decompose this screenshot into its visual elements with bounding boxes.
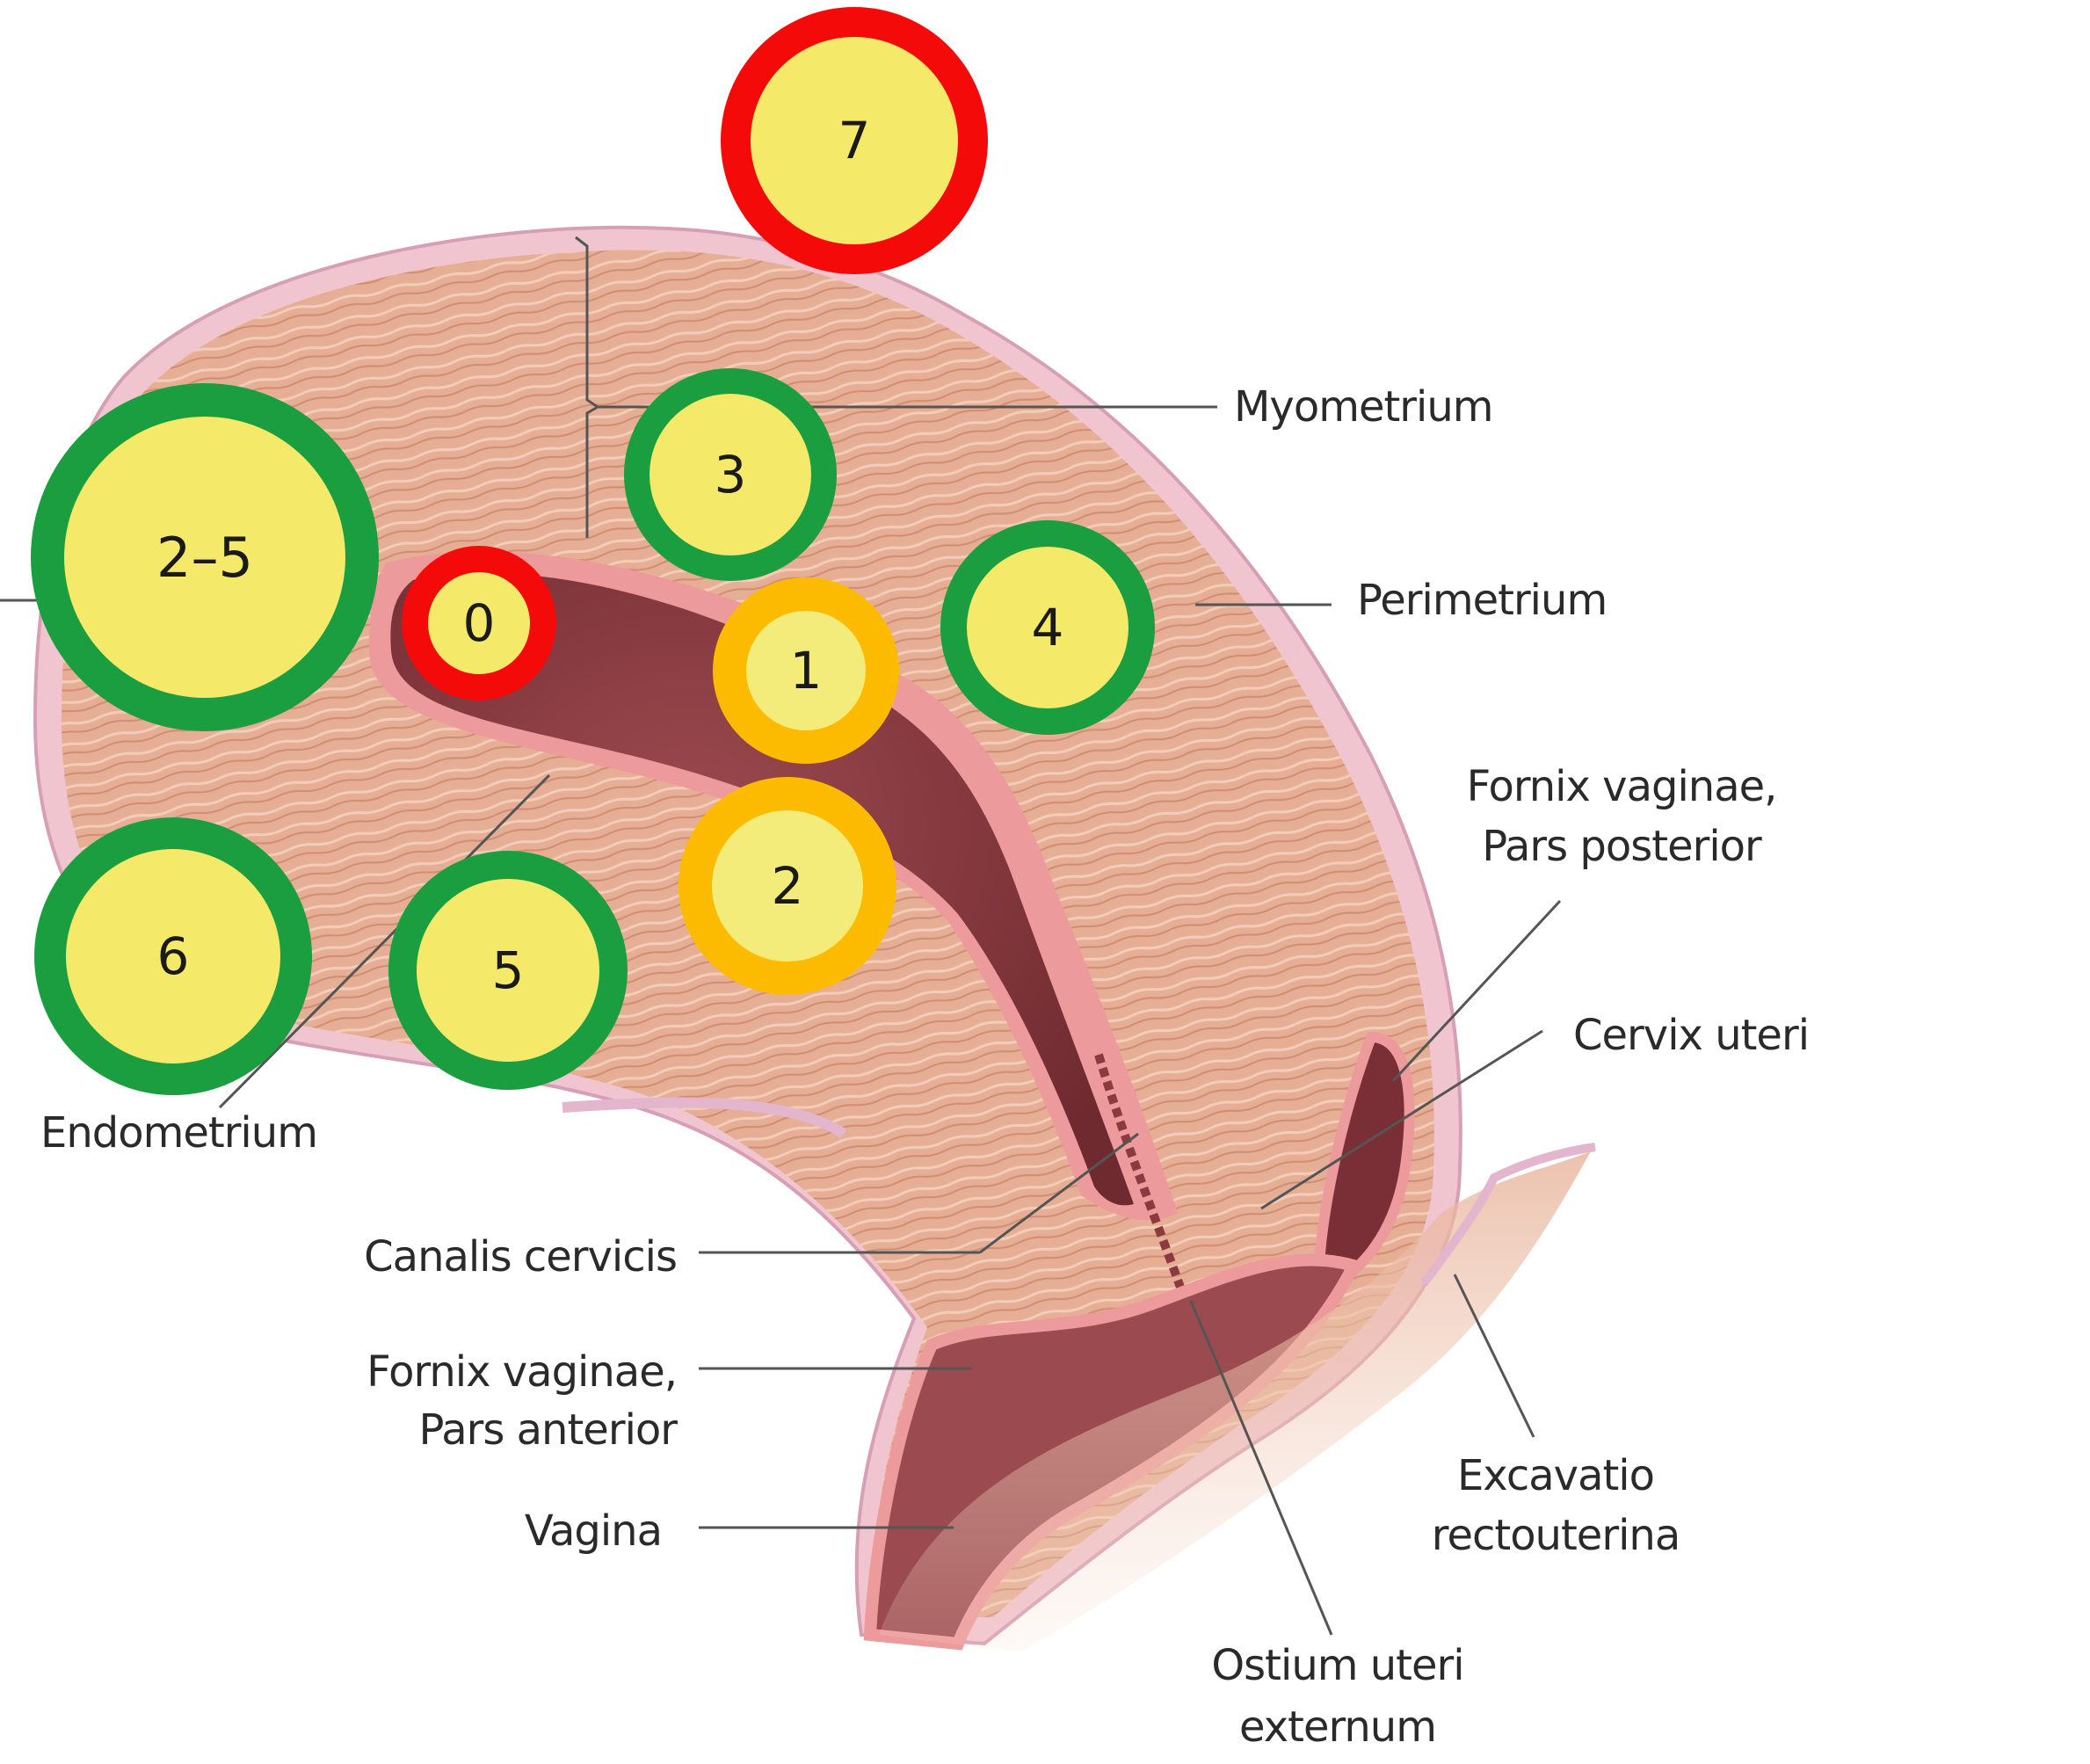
marker-3-label: 3: [649, 394, 811, 555]
marker-1: 1: [713, 577, 899, 764]
ostium-leader: [1189, 1300, 1333, 1636]
label-vagina: Vagina: [524, 1506, 663, 1556]
excavatio-fold: [1419, 1143, 1596, 1286]
marker-0-label: 0: [428, 572, 530, 674]
label-fornix-posterior-line2: Pars posterior: [1482, 822, 1762, 871]
label-myometrium: Myometrium: [1234, 382, 1494, 432]
marker-1-label: 1: [746, 611, 866, 730]
marker-3: 3: [624, 368, 837, 581]
vesicouterine-fold: [562, 1097, 847, 1139]
label-fornix-anterior-line1: Fornix vaginae,: [366, 1347, 678, 1397]
label-perimetrium: Perimetrium: [1357, 576, 1607, 625]
label-endometrium: Endometrium: [40, 1108, 318, 1158]
marker-2-5: 2–5: [31, 383, 379, 731]
label-excavatio-line1: Excavatio: [1456, 1451, 1655, 1500]
marker-7: 7: [721, 7, 988, 274]
label-fornix-posterior-line1: Fornix vaginae,: [1466, 762, 1778, 811]
marker-6-label: 6: [66, 849, 280, 1063]
marker-0: 0: [402, 546, 556, 701]
label-fornix-anterior-line2: Pars anterior: [418, 1405, 678, 1455]
myometrium-bracket: [575, 236, 600, 538]
marker-4: 4: [940, 520, 1155, 735]
marker-2-5-label: 2–5: [64, 417, 345, 698]
marker-5: 5: [388, 851, 628, 1090]
marker-2-label: 2: [712, 810, 863, 962]
marker-2: 2: [679, 777, 896, 995]
marker-6: 6: [34, 817, 312, 1095]
uterine-cavity: [390, 573, 1134, 1206]
endometrium-leader: [218, 773, 551, 1109]
canalis-leader-diag: [979, 1132, 1139, 1254]
fornix-post-leader: [1391, 899, 1562, 1083]
marker-7-label: 7: [751, 37, 958, 244]
label-excavatio-line2: rectouterina: [1431, 1511, 1680, 1560]
cervix-leader: [1260, 1029, 1543, 1210]
marker-4-label: 4: [967, 547, 1128, 708]
label-canalis-cervicis: Canalis cervicis: [364, 1232, 678, 1281]
label-ostium-line1: Ostium uteri: [1211, 1641, 1464, 1690]
cervical-canal: [1094, 1053, 1187, 1294]
label-cervix-uteri: Cervix uteri: [1573, 1011, 1810, 1060]
marker-5-label: 5: [417, 879, 599, 1062]
label-ostium-line2: externum: [1239, 1702, 1437, 1752]
excavatio-leader: [1453, 1274, 1535, 1438]
